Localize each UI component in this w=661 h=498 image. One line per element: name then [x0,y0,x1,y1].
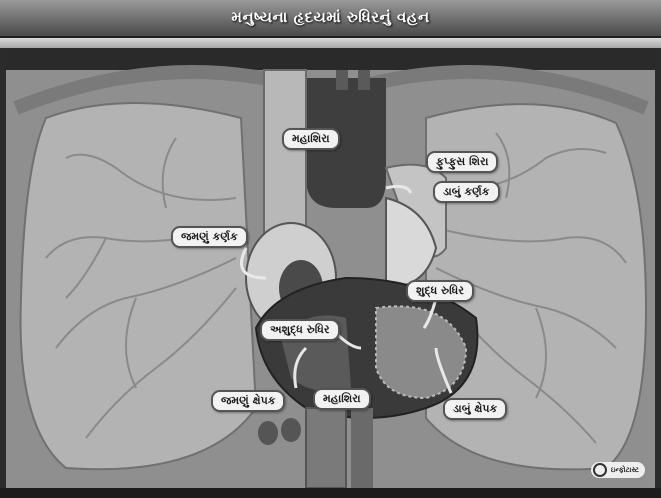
descending-aorta [351,408,373,488]
vessel-cross-section-2 [281,418,301,442]
label-left-ventricle: ડાબું ક્ષેપક [443,398,507,420]
aortic-branch-2 [358,70,370,90]
vessel-cross-section-1 [258,421,278,445]
inferior-vena-cava [306,408,346,488]
top-divider [0,38,661,48]
heart-lung-illustration [6,48,655,488]
logo-text: ઇન્ફોટાસ્ટ [611,466,639,475]
left-lung [21,103,256,469]
label-deoxygenated-blood: અશુદ્ધ રુધિર [260,319,340,341]
publisher-logo: ઇન્ફોટાસ્ટ [591,462,645,478]
label-oxygenated-blood: શુદ્ધ રુધિર [406,280,474,302]
label-superior-vena-cava: મહાશિરા [282,128,340,150]
label-right-ventricle: જમણું ક્ષેપક [211,390,285,412]
label-pulmonary-vein: ફુપ્ફુસ શિરા [426,151,498,173]
label-left-atrium: ડાબું કર્ણક [433,181,500,203]
label-inferior-vena-cava: મહાશિરા [313,388,371,410]
heart-diagram: મહાશિરા ફુપ્ફુસ શિરા ડાબું કર્ણક જમણું ક… [6,48,655,488]
aortic-branch-1 [336,70,348,90]
bottom-bar [0,488,661,498]
logo-icon [593,463,607,477]
label-right-atrium: જમણું કર્ણક [171,226,248,248]
top-shadow-band [6,48,655,70]
superior-vena-cava [264,70,306,240]
page-title: મનુષ્યના હૃદયમાં રુધિરનું વહન [231,8,429,26]
title-bar: મનુષ્યના હૃદયમાં રુધિરનું વહન [0,0,661,38]
